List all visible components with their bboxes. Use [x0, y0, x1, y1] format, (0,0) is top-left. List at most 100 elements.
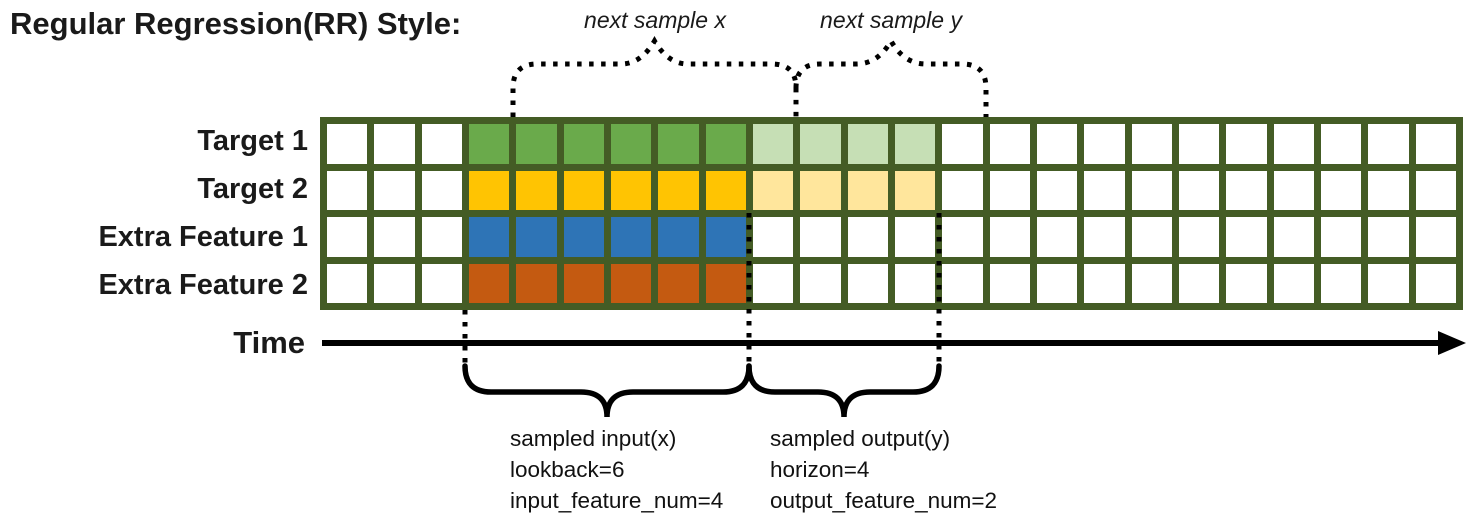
grid-cell [1131, 263, 1172, 303]
grid-cell [563, 217, 604, 257]
grid-cell [1084, 263, 1125, 303]
row-label: Target 1 [197, 124, 308, 157]
grid-cell [421, 217, 462, 257]
grid-cell [847, 217, 888, 257]
grid-cell [1226, 217, 1267, 257]
grid-cell [894, 217, 936, 257]
grid-cell [1273, 170, 1314, 210]
row-label: Extra Feature 1 [98, 221, 308, 254]
grid-cell [942, 124, 983, 164]
grid-cell [1368, 217, 1409, 257]
grid-cell [1415, 263, 1456, 303]
sampled-output-line: sampled output(y) [770, 426, 951, 451]
grid-cell [1131, 217, 1172, 257]
grid-cell [1178, 124, 1220, 164]
grid-cell [658, 263, 699, 303]
grid-cell [374, 263, 415, 303]
next-sample-y-label: next sample y [820, 7, 962, 33]
grid-cell [468, 263, 510, 303]
sampled-output-text-block: sampled output(y) horizon=4 output_featu… [770, 423, 997, 516]
grid-cell [658, 170, 699, 210]
grid-cell [1368, 170, 1409, 210]
grid [320, 117, 1463, 310]
grid-cell [1415, 217, 1456, 257]
grid-cell [894, 170, 936, 210]
grid-cell [1273, 217, 1314, 257]
grid-cell [516, 217, 557, 257]
grid-cell [752, 124, 794, 164]
grid-cell [610, 217, 652, 257]
grid-cell [563, 170, 604, 210]
grid-cell [894, 124, 936, 164]
grid-cell [800, 263, 841, 303]
grid-cell [847, 263, 888, 303]
row-label: Extra Feature 2 [98, 269, 308, 302]
grid-cell [989, 170, 1030, 210]
grid-cell [516, 124, 557, 164]
grid-cell [1320, 170, 1362, 210]
next-sample-y-brace [793, 35, 989, 117]
grid-cell [1036, 124, 1078, 164]
grid-cell [1226, 263, 1267, 303]
grid-cell [658, 217, 699, 257]
grid-cell [942, 217, 983, 257]
grid-cell [847, 124, 888, 164]
grid-cell [989, 217, 1030, 257]
grid-cell [752, 217, 794, 257]
grid-cell [752, 170, 794, 210]
grid-cell [610, 124, 652, 164]
grid-cell [1036, 217, 1078, 257]
grid-cell [1226, 170, 1267, 210]
sampled-input-brace [462, 363, 752, 418]
grid-cell [1084, 170, 1125, 210]
next-sample-x-brace [510, 36, 799, 117]
grid-cell [894, 263, 936, 303]
grid-cell [705, 263, 746, 303]
grid-cell [1178, 263, 1220, 303]
lookback-line: lookback=6 [510, 457, 625, 482]
grid-cell [989, 124, 1030, 164]
grid-cell [800, 217, 841, 257]
sampled-input-text-block: sampled input(x) lookback=6 input_featur… [510, 423, 723, 516]
grid-cell [942, 263, 983, 303]
grid-cell [705, 217, 746, 257]
time-axis-label: Time [233, 325, 305, 360]
grid-cell [468, 217, 510, 257]
grid-cell [1131, 124, 1172, 164]
next-sample-x-label: next sample x [584, 7, 726, 33]
row-label: Target 2 [197, 172, 308, 205]
grid-cell [1226, 124, 1267, 164]
sampled-output-brace [746, 363, 942, 418]
grid-cell [705, 170, 746, 210]
grid-cell [1320, 263, 1362, 303]
grid-cell [1415, 170, 1456, 210]
grid-cell [421, 263, 462, 303]
grid-cell [1320, 217, 1362, 257]
input-feature-num-line: input_feature_num=4 [510, 488, 724, 513]
grid-cell [374, 124, 415, 164]
grid-cell [374, 217, 415, 257]
grid-cell [327, 170, 368, 210]
grid-cell [705, 124, 746, 164]
grid-cell [1368, 263, 1409, 303]
sampled-input-line: sampled input(x) [510, 426, 677, 451]
grid-cell [610, 170, 652, 210]
grid-cell [1320, 124, 1362, 164]
grid-cell [1178, 170, 1220, 210]
grid-cell [610, 263, 652, 303]
grid-cell [1084, 124, 1125, 164]
page-title: Regular Regression(RR) Style: [10, 6, 462, 41]
grid-cell [800, 124, 841, 164]
grid-cell [421, 124, 462, 164]
grid-cell [800, 170, 841, 210]
grid-cell [563, 263, 604, 303]
grid-cell [327, 124, 368, 164]
grid-cell [1273, 263, 1314, 303]
grid-cell [327, 217, 368, 257]
grid-cell [516, 170, 557, 210]
grid-cell [516, 263, 557, 303]
grid-cell [327, 263, 368, 303]
grid-cell [752, 263, 794, 303]
grid-cell [1036, 263, 1078, 303]
